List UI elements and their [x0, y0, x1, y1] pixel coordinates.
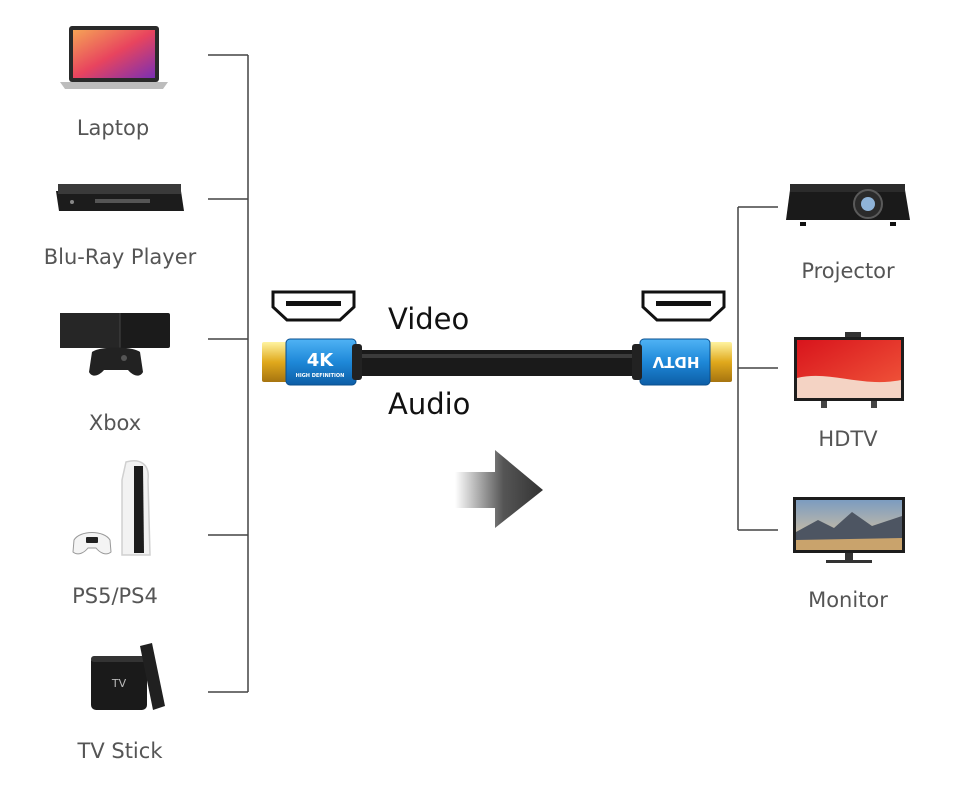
right-plug-text: HDTV [652, 353, 699, 371]
laptop-icon [60, 26, 168, 89]
right-hdmi-port-pins [656, 301, 711, 306]
blu-ray-player-icon [56, 184, 184, 211]
audio-label: Audio [388, 387, 471, 421]
direction-arrow-icon [455, 450, 543, 528]
source-label-ps5-ps4: PS5/PS4 [72, 584, 158, 608]
source-label-laptop: Laptop [76, 116, 150, 140]
left-hdmi-port-pins [286, 301, 341, 306]
tv-stick-icon: TV [91, 643, 165, 710]
hdmi-cable: 4K HIGH DEFINITION HDTV [262, 338, 732, 386]
destination-label-hdtv: HDTV [818, 427, 878, 451]
source-label-blu-ray-player: Blu-Ray Player [43, 245, 197, 269]
source-bracket [208, 54, 249, 693]
xbox-icon [60, 313, 170, 376]
left-plug-subtext: HIGH DEFINITION [296, 373, 345, 379]
video-label: Video [388, 302, 470, 336]
source-label-tv-stick: TV Stick [77, 739, 163, 763]
left-gold-tip [262, 342, 290, 382]
right-gold-tip [704, 342, 732, 382]
left-plug-text: 4K [307, 350, 335, 371]
monitor-icon [793, 497, 905, 563]
destination-label-monitor: Monitor [808, 588, 888, 612]
projector-icon [786, 184, 910, 226]
playstation-icon [72, 460, 151, 556]
destination-label-projector: Projector [801, 259, 895, 283]
destination-bracket [737, 206, 778, 531]
source-label-xbox: Xbox [88, 411, 142, 435]
tv-box-text: TV [111, 677, 127, 690]
hdtv-icon [794, 332, 904, 408]
